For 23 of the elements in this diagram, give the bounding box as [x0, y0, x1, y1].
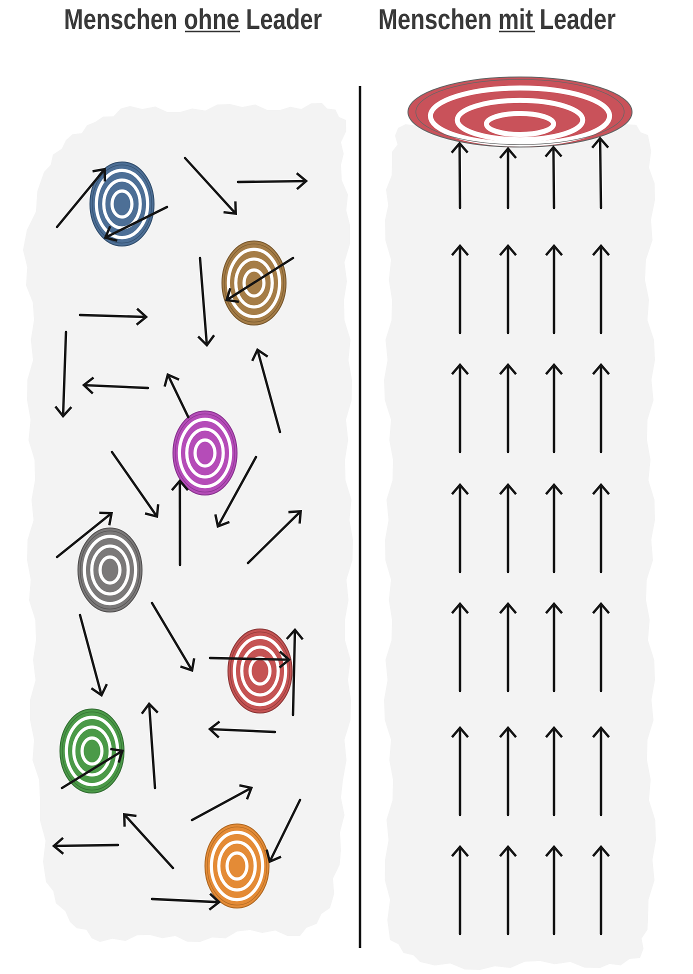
arrow — [225, 256, 294, 304]
arrow — [499, 146, 517, 210]
target — [221, 240, 287, 326]
target — [59, 708, 125, 794]
arrow — [163, 373, 190, 418]
target — [89, 161, 155, 247]
arrow — [104, 206, 168, 242]
arrow — [56, 168, 106, 228]
target — [77, 527, 143, 613]
target — [407, 76, 633, 148]
arrow — [150, 892, 221, 911]
arrow — [450, 141, 469, 210]
arrow — [544, 145, 562, 210]
heading: Menschen mit Leader — [380, 8, 616, 30]
arrow — [60, 748, 124, 790]
target — [204, 823, 270, 909]
arrow — [591, 136, 610, 210]
arrow — [170, 479, 189, 566]
arrow — [266, 798, 302, 864]
arrow — [208, 650, 291, 668]
target — [172, 410, 238, 496]
heading: Menschen ohne Leader — [66, 8, 322, 30]
target — [227, 628, 293, 714]
